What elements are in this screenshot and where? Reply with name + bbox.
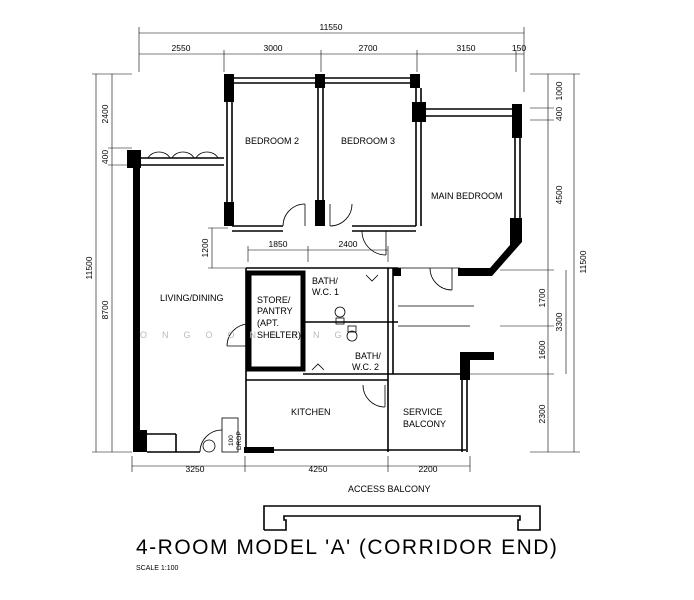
dim-top-1: 2550 xyxy=(172,43,191,53)
dim-left-inner: 1200 xyxy=(200,238,210,257)
label-store-1: STORE/ xyxy=(257,295,291,305)
dim-right-4: 1700 xyxy=(537,288,547,307)
label-store-4: SHELTER) xyxy=(257,330,301,340)
dim-inner-2: 2400 xyxy=(339,239,358,249)
inner-dimensions: 1850 2400 xyxy=(247,239,389,262)
label-bedroom-3: BEDROOM 3 xyxy=(341,136,395,146)
dim-right-overall: 11500 xyxy=(578,250,588,273)
dim-right-2: 400 xyxy=(554,107,564,121)
watermark: ONGOONSENG xyxy=(140,330,357,340)
label-chute-2: DROP xyxy=(236,431,243,450)
dim-top-5: 150 xyxy=(512,43,526,53)
dim-left-1: 2400 xyxy=(100,104,110,123)
dim-top-4: 3150 xyxy=(457,43,476,53)
access-balcony-outline xyxy=(263,505,541,531)
dim-overall-width: 11550 xyxy=(319,22,342,32)
label-store-2: PANTRY xyxy=(257,306,293,316)
label-access-balcony: ACCESS BALCONY xyxy=(348,484,431,494)
drawing-title: 4-ROOM MODEL 'A' (CORRIDOR END) xyxy=(136,536,559,559)
label-service-1: SERVICE xyxy=(403,407,442,417)
label-kitchen: KITCHEN xyxy=(291,407,331,417)
dim-bottom-2: 4250 xyxy=(309,464,328,474)
dim-right-6: 2300 xyxy=(537,404,547,423)
dim-left-3: 8700 xyxy=(100,300,110,319)
right-dimensions: 11500 1000 400 4500 1700 1600 2300 3300 xyxy=(470,73,588,453)
dim-top-3: 2700 xyxy=(359,43,378,53)
dim-inner-1: 1850 xyxy=(269,239,288,249)
left-dimensions: 11500 2400 400 8700 1200 xyxy=(84,73,248,453)
dim-right-3: 4500 xyxy=(554,185,564,204)
dim-left-2: 400 xyxy=(100,150,110,164)
room-labels: BEDROOM 2 BEDROOM 3 MAIN BEDROOM LIVING/… xyxy=(160,136,503,494)
dim-right-1: 1000 xyxy=(554,81,564,100)
service-core-walls xyxy=(147,267,494,453)
label-living-dining: LIVING/DINING xyxy=(160,293,224,303)
exterior-walls xyxy=(127,74,522,452)
top-dimensions: 11550 2550 3000 2700 3150 150 xyxy=(138,22,526,92)
drawing-scale: SCALE 1:100 xyxy=(136,565,179,572)
dim-right-5: 1600 xyxy=(537,340,547,359)
label-bath-2-a: BATH/ xyxy=(355,351,381,361)
label-bedroom-2: BEDROOM 2 xyxy=(245,136,299,146)
dim-right-inner: 3300 xyxy=(554,312,564,331)
label-store-3: (APT. xyxy=(257,318,279,328)
dim-left-overall: 11500 xyxy=(84,256,94,279)
label-main-bedroom: MAIN BEDROOM xyxy=(431,191,503,201)
label-chute-1: 100 xyxy=(228,435,235,446)
dim-bottom-3: 2200 xyxy=(419,464,438,474)
label-bath-1-b: W.C. 1 xyxy=(312,287,339,297)
label-bath-2-b: W.C. 2 xyxy=(352,362,379,372)
dim-top-2: 3000 xyxy=(264,43,283,53)
label-service-2: BALCONY xyxy=(403,419,446,429)
bottom-dimensions: 3250 4250 2200 xyxy=(131,456,471,474)
label-bath-1-a: BATH/ xyxy=(312,276,338,286)
dim-bottom-1: 3250 xyxy=(186,464,205,474)
